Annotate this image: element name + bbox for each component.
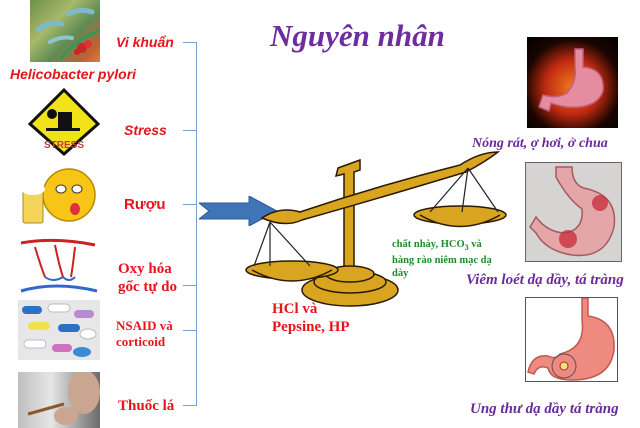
cause-label-oxidation: Oxy hóa gốc tự do [118, 261, 177, 295]
bracket-tick [183, 330, 197, 331]
balance-scale-icon [245, 151, 507, 307]
bracket-tick [183, 204, 197, 205]
svg-text:STRESS: STRESS [44, 140, 84, 151]
right-pan-label: chất nhày, HCO3 và hàng rào niêm mạc dạ … [392, 239, 492, 280]
smoking-image [18, 372, 100, 428]
capillary-vessels-image [15, 237, 103, 295]
cause-label-tobacco: Thuốc lá [118, 398, 175, 414]
stress-sign-image: STRESS [28, 88, 100, 156]
bracket-tick [183, 405, 197, 406]
cause-sublabel-helicobacter: Helicobacter pylori [10, 66, 137, 82]
bracket-tick [183, 130, 197, 131]
burning-stomach-image [527, 37, 618, 128]
page-title: Nguyên nhân [270, 18, 445, 53]
bracket-vertical-line [196, 42, 197, 406]
cause-label-stress: Stress [124, 122, 167, 138]
drunk-emoji-beer-image [15, 165, 105, 230]
stomach-cancer-image [525, 297, 618, 382]
left-pan-label: HCl và Pepsine, HP [272, 301, 350, 335]
effect-label-ulcer: Viêm loét dạ dầy, tá tràng [466, 272, 624, 288]
bacteria-image [30, 0, 100, 62]
bracket-tick [183, 285, 197, 286]
cause-label-alcohol: Rượu [124, 196, 166, 213]
cause-label-bacteria: Vi khuẩn [116, 34, 174, 50]
effect-label-cancer: Ung thư dạ dầy tá tràng [470, 401, 619, 417]
arrow-right-icon [199, 196, 279, 226]
bracket-tick [183, 42, 197, 43]
pills-image [18, 300, 100, 360]
effect-label-heartburn: Nóng rát, ợ hơi, ở chua [472, 136, 608, 151]
cause-label-nsaid: NSAID và corticoid [116, 318, 173, 349]
stomach-ulcer-image [525, 162, 622, 262]
